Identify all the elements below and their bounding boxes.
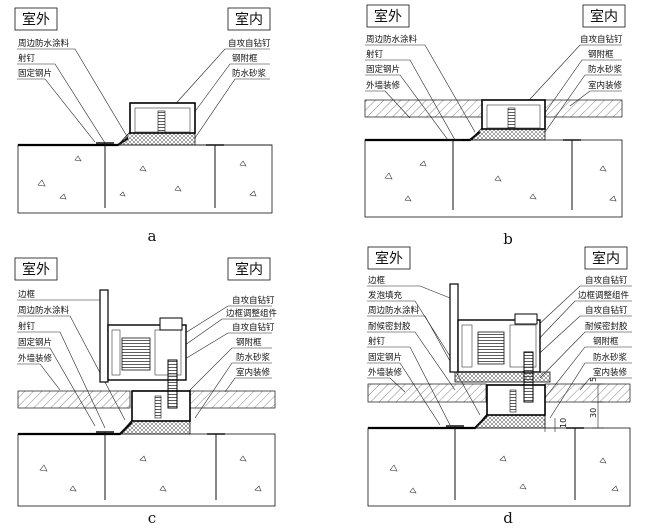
label-nail: 射钉 [18,321,36,332]
dim-5: 5 [589,377,598,382]
concrete-wall [367,427,631,507]
label-exterior-finish: 外墙装修 [18,353,53,364]
label-frame-adjuster: 边框调整组件 [226,308,278,319]
screw [157,110,166,134]
label-fixing-plate: 固定钢片 [18,68,52,79]
caption-c: c [148,509,156,527]
indoor-box [227,7,271,31]
label-self-drilling-screw: 自攻自钻钉 [232,295,275,306]
label-steel-subframe: 钢附框 [588,49,614,60]
label-weather-sealant: 耐候密封胶 [585,321,628,332]
label-waterproof-coating: 周边防水涂料 [366,34,418,45]
outdoor-label: 室外 [375,250,403,267]
label-fixing-plate: 固定钢片 [366,64,400,75]
indoor-label: 室内 [235,11,263,28]
label-waterproof-coating: 周边防水涂料 [368,305,420,316]
panel-b: 室外 室内 周边防水涂料 射钉 固定钢片 外墙装修 自攻自钻钉 钢附框 防水砂浆… [364,4,626,248]
label-steel-subframe: 钢附框 [232,53,258,64]
label-steel-subframe: 钢附框 [593,336,619,347]
outdoor-box [14,7,58,31]
label-self-drilling-screw-2: 自攻自钻钉 [232,322,275,333]
label-weather-sealant: 耐候密封胶 [368,321,411,332]
label-waterproof-coating: 周边防水涂料 [18,305,70,316]
label-foam-fill: 发泡填充 [368,290,403,301]
label-nail: 射钉 [368,336,386,347]
interior-finish [544,99,623,118]
foam-fill [454,371,551,383]
label-fixing-plate: 固定钢片 [368,352,402,363]
label-mortar: 防水砂浆 [236,352,271,363]
caption-a: a [148,227,157,245]
label-mortar: 防水砂浆 [588,64,623,75]
label-frame: 边框 [18,289,36,300]
outdoor-label: 室外 [22,11,50,28]
dimensions: 5 30 10 [540,377,604,432]
label-frame: 边框 [368,275,386,286]
dim-10: 10 [559,418,568,428]
indoor-label: 室内 [590,8,618,25]
concrete-wall [17,144,273,214]
exterior-finish [364,99,483,118]
mortar-block [117,131,196,146]
label-self-drilling-screw: 自攻自钻钉 [585,275,628,286]
label-exterior-finish: 外墙装修 [366,80,401,91]
label-self-drilling-screw-2: 自攻自钻钉 [585,305,628,316]
panel-a: 室外 室内 周边防水涂料 射钉 固定钢片 自攻自钻钉 钢附框 防水砂浆 [14,7,273,245]
label-interior-finish: 室内装修 [236,367,271,378]
panel-c: 室外 室内 边框 周边防水涂料 射钉 固定钢片 外墙装修 自攻自钻钉 边框调整组… [14,257,278,527]
concrete-wall [364,139,623,218]
label-mortar: 防水砂浆 [232,68,267,79]
label-nail: 射钉 [366,49,384,60]
label-exterior-finish: 外墙装修 [368,367,403,378]
indoor-label: 室内 [235,261,263,278]
label-self-drilling-screw: 自攻自钻钉 [228,38,271,49]
dim-30: 30 [589,408,598,418]
caption-b: b [503,230,513,248]
outdoor-label: 室外 [374,8,402,25]
label-mortar: 防水砂浆 [593,352,628,363]
label-fixing-plate: 固定钢片 [18,337,52,348]
label-interior-finish: 室内装修 [588,80,623,91]
label-waterproof-coating: 周边防水涂料 [18,38,70,49]
caption-d: d [503,509,513,527]
label-steel-subframe: 钢附框 [236,337,262,348]
concrete-wall [17,433,276,507]
outdoor-label: 室外 [22,261,50,278]
indoor-label: 室内 [592,250,620,267]
panel-d: 室外 室内 边框 发泡填充 周边防水涂料 耐候密封胶 射钉 固定钢片 外墙装修 … [367,246,632,527]
label-interior-finish: 室内装修 [593,367,628,378]
label-self-drilling-screw: 自攻自钻钉 [580,34,623,45]
label-frame-adjuster: 边框调整组件 [578,290,630,301]
label-nail: 射钉 [18,53,36,64]
